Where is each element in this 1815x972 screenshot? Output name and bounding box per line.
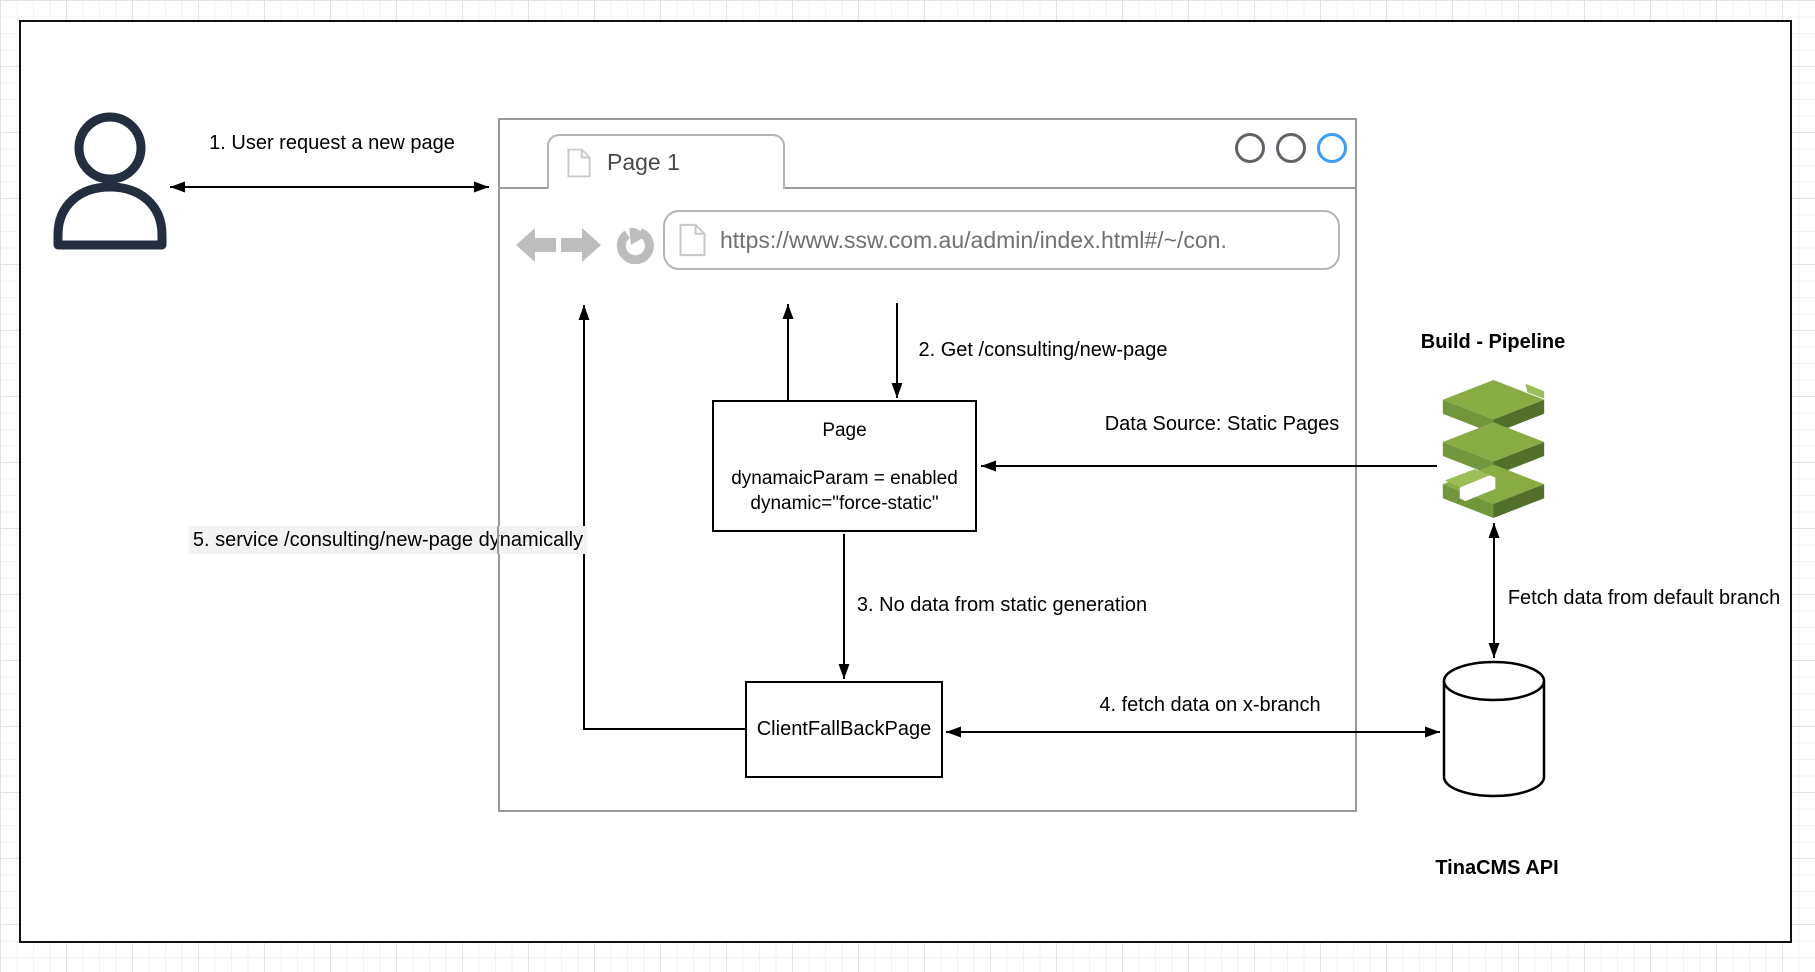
step4-label: 4. fetch data on x-branch xyxy=(1099,694,1321,716)
page-node-line1: dynamaicParam = enabled xyxy=(731,468,958,489)
window-button-icon xyxy=(1235,133,1265,163)
page-file-icon xyxy=(567,148,591,177)
page-node: Page dynamaicParam = enabled dynamic="fo… xyxy=(712,400,977,532)
browser-tab-row xyxy=(500,120,1355,189)
step2-label: 2. Get /consulting/new-page xyxy=(918,339,1168,361)
back-icon xyxy=(516,228,556,262)
tinacms-api-label: TinaCMS API xyxy=(1435,857,1559,879)
forward-icon xyxy=(561,228,601,262)
build-pipeline-icon xyxy=(1442,380,1548,518)
step3-label: 3. No data from static generation xyxy=(856,594,1148,616)
fallback-node-label: ClientFallBackPage xyxy=(756,718,932,740)
fallback-node: ClientFallBackPage xyxy=(745,681,943,778)
user-icon xyxy=(53,112,167,250)
tab-title: Page 1 xyxy=(607,149,680,175)
page-node-line2: dynamic="force-static" xyxy=(750,493,939,514)
browser-nav-icons xyxy=(516,228,654,264)
browser-tab: Page 1 xyxy=(547,134,785,189)
refresh-icon xyxy=(616,228,654,264)
fetch-default-label: Fetch data from default branch xyxy=(1507,587,1781,609)
url-text: https://www.ssw.com.au/admin/index.html#… xyxy=(720,226,1227,253)
step5-label: 5. service /consulting/new-page dynamica… xyxy=(188,526,588,554)
window-button-active-icon xyxy=(1317,133,1347,163)
url-bar: https://www.ssw.com.au/admin/index.html#… xyxy=(663,210,1340,270)
build-pipeline-label: Build - Pipeline xyxy=(1420,331,1566,353)
page-node-title: Page xyxy=(822,420,867,441)
database-icon xyxy=(1442,660,1546,798)
url-file-icon xyxy=(679,223,706,257)
browser-border-patch xyxy=(497,526,499,554)
data-source-label: Data Source: Static Pages xyxy=(1104,413,1340,435)
window-button-icon xyxy=(1276,133,1306,163)
step1-label: 1. User request a new page xyxy=(209,132,455,154)
